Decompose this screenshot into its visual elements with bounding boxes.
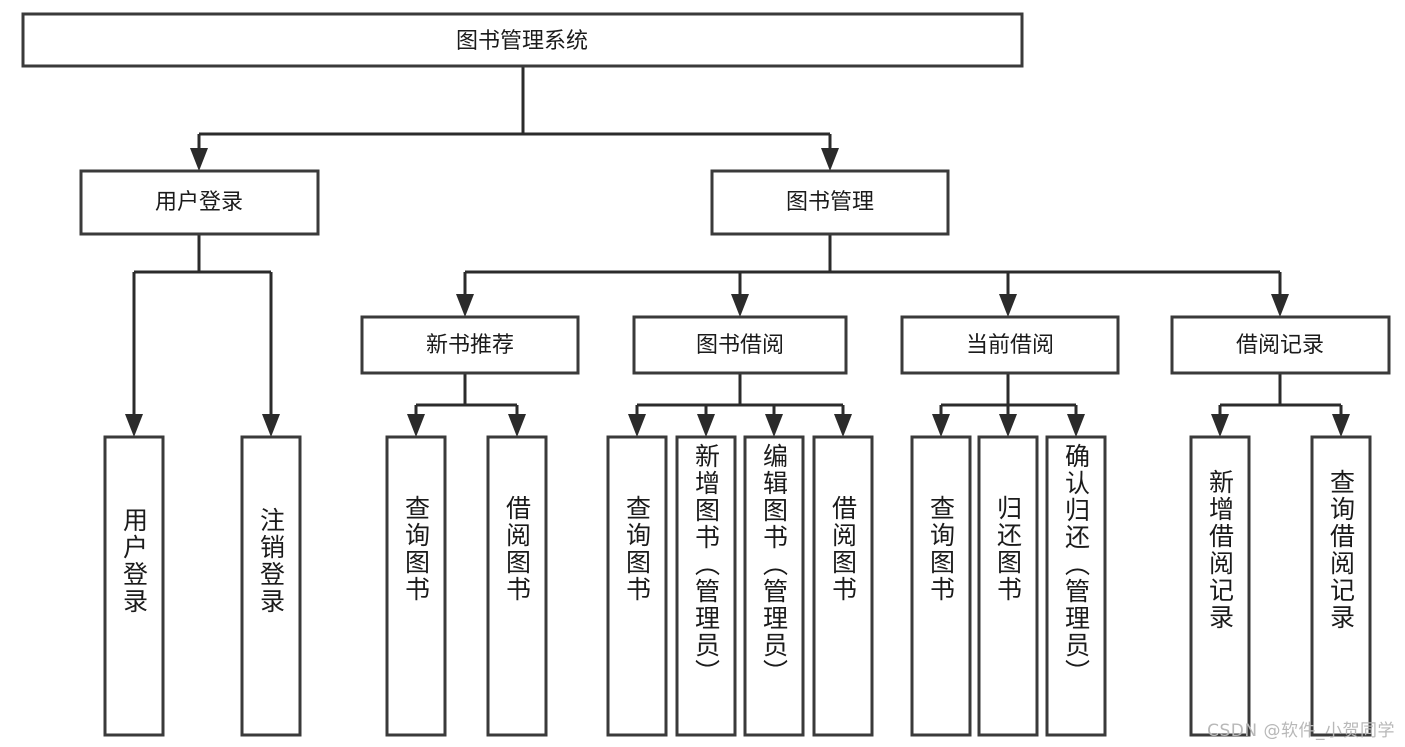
leaf-query-record[interactable]: [1310, 435, 1372, 737]
arrow-leaf-return-book: [999, 414, 1017, 437]
node-current-borrow-label: 当前借阅: [966, 333, 1054, 358]
arrow-leaf-add-book: [697, 414, 715, 437]
arrow-new-book-rec: [456, 294, 474, 317]
node-book-borrow-label: 图书借阅: [696, 333, 784, 358]
arrow-book-manage: [821, 148, 839, 171]
leaf-query-book-3[interactable]: [910, 435, 972, 737]
arrow-leaf-user-login: [125, 414, 143, 437]
leaf-borrow-book-2[interactable]: [812, 435, 874, 737]
arrow-leaf-query-book-3: [932, 414, 950, 437]
node-new-book-rec[interactable]: [360, 315, 580, 375]
arrow-leaf-logout: [262, 414, 280, 437]
arrow-current-borrow: [999, 294, 1017, 317]
leaf-query-book-1[interactable]: [385, 435, 447, 737]
node-user-login[interactable]: [79, 169, 320, 236]
leaf-user-login[interactable]: [103, 435, 165, 737]
node-book-borrow[interactable]: [632, 315, 848, 375]
arrow-book-borrow: [731, 294, 749, 317]
arrow-user-login: [190, 148, 208, 171]
arrow-leaf-query-book-2: [628, 414, 646, 437]
node-current-borrow[interactable]: [900, 315, 1120, 375]
arrow-leaf-query-record: [1332, 414, 1350, 437]
leaf-return-book[interactable]: [977, 435, 1039, 737]
leaf-add-record[interactable]: [1189, 435, 1251, 737]
arrow-leaf-borrow-book-2: [834, 414, 852, 437]
leaf-confirm-return[interactable]: [1045, 435, 1107, 737]
leaf-borrow-book-1[interactable]: [486, 435, 548, 737]
arrow-leaf-query-book-1: [407, 414, 425, 437]
watermark: CSDN @软件_小贺同学: [1207, 721, 1395, 741]
node-borrow-record[interactable]: [1170, 315, 1391, 375]
arrow-leaf-edit-book: [765, 414, 783, 437]
arrow-leaf-borrow-book-1: [508, 414, 526, 437]
leaf-add-book[interactable]: [675, 435, 737, 737]
node-book-manage[interactable]: [710, 169, 950, 236]
node-group: 图书管理系统 用户登录 图书管理 新书推荐 图书借阅 当前借阅 借阅记录: [21, 12, 1391, 737]
arrow-leaf-add-record: [1211, 414, 1229, 437]
node-borrow-record-label: 借阅记录: [1236, 333, 1324, 358]
arrow-leaf-confirm-return: [1067, 414, 1085, 437]
node-new-book-rec-label: 新书推荐: [426, 333, 514, 358]
leaf-logout[interactable]: [240, 435, 302, 737]
connector-group: [125, 66, 1350, 437]
node-user-login-label: 用户登录: [155, 190, 243, 215]
node-root-label: 图书管理系统: [456, 29, 588, 54]
leaf-edit-book[interactable]: [743, 435, 805, 737]
node-root[interactable]: [21, 12, 1024, 68]
node-book-manage-label: 图书管理: [786, 190, 874, 215]
arrow-borrow-record: [1271, 294, 1289, 317]
leaf-query-book-2[interactable]: [606, 435, 668, 737]
